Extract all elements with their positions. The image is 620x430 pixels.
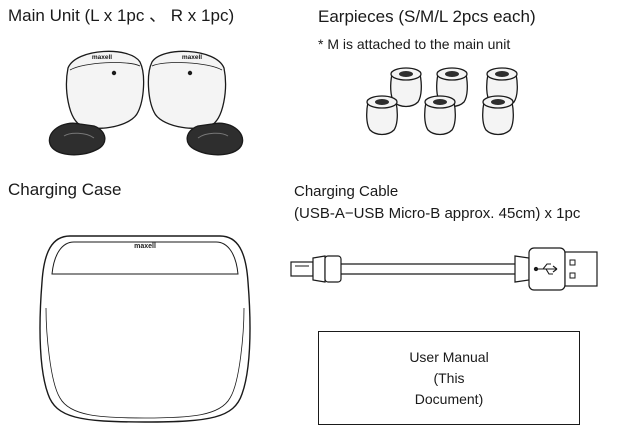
case-lid (51, 241, 239, 275)
case-brand: maxell (134, 243, 156, 250)
earpieces-label: Earpieces (S/M/L 2pcs each) (318, 7, 536, 26)
earpiece-tip (366, 95, 398, 136)
earbuds-illustration: maxell maxell (48, 50, 244, 156)
earpieces-illustration (366, 67, 518, 136)
left-earbud-brand: maxell (92, 54, 112, 61)
charging-case-illustration: maxell (39, 235, 251, 423)
earpieces-note: * M is attached to the main unit (318, 36, 511, 52)
right-earbud-brand: maxell (182, 54, 202, 61)
usb-symbol-icon (533, 263, 558, 275)
usb-a-plug (514, 247, 598, 291)
charging-case-label: Charging Case (8, 180, 122, 199)
cable-cord (341, 263, 515, 275)
left-earbud (48, 50, 145, 156)
right-earbud (147, 50, 244, 156)
charging-cable-label: Charging Cable (294, 183, 399, 200)
user-manual-line-3: Document) (414, 390, 484, 407)
charging-cable-spec: (USB-A−USB Micro-B approx. 45cm) x 1pc (294, 205, 581, 222)
micro-usb-plug (290, 255, 342, 283)
user-manual-line-1: User Manual (409, 348, 489, 365)
main-unit-label: Main Unit (L x 1pc 、 R x 1pc) (8, 6, 235, 25)
user-manual-line-2: (This (433, 369, 465, 386)
earpiece-tip (424, 95, 456, 136)
charging-cable-illustration (290, 247, 598, 291)
earpiece-tip (482, 95, 514, 136)
user-manual-box: User Manual (This Document) (318, 331, 580, 425)
case-body (39, 235, 251, 423)
